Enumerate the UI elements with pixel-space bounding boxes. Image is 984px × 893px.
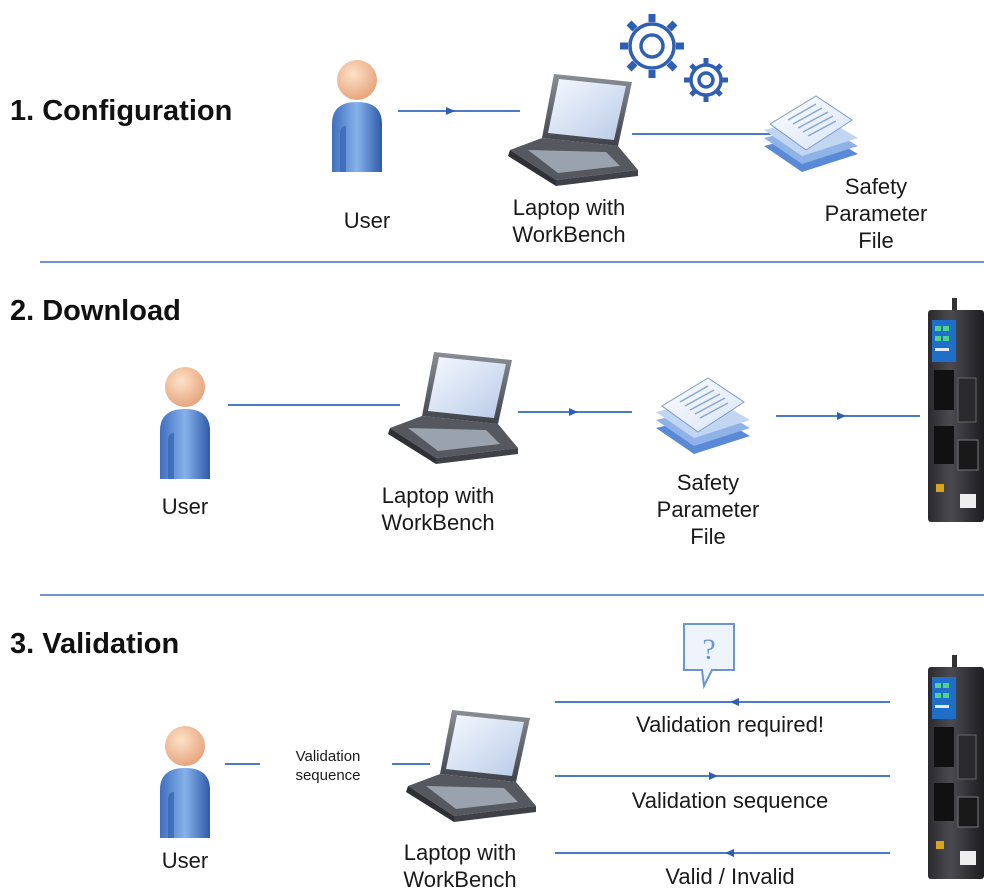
laptop-label: Laptop with WorkBench bbox=[512, 195, 626, 247]
laptop-icon bbox=[508, 74, 638, 186]
validation-result-message: Valid / Invalid bbox=[665, 864, 795, 889]
user-icon bbox=[160, 367, 210, 479]
file-label: Safety Parameter File bbox=[656, 470, 760, 549]
drive-icon bbox=[928, 298, 984, 522]
validation-sequence-label: Validation sequence bbox=[295, 748, 361, 784]
section-title-validation: 3. Validation bbox=[10, 628, 180, 660]
laptop-label: Laptop with WorkBench bbox=[381, 483, 495, 535]
gears-icon bbox=[620, 14, 728, 102]
laptop-icon bbox=[406, 710, 536, 822]
question-mark: ? bbox=[702, 633, 715, 666]
user-label: User bbox=[161, 848, 209, 873]
user-label: User bbox=[161, 494, 209, 519]
section-title-configuration: 1. Configuration bbox=[10, 95, 233, 127]
validation-required-message: Validation required! bbox=[636, 712, 824, 737]
validation-sequence-message: Validation sequence bbox=[631, 788, 829, 813]
user-icon bbox=[332, 60, 382, 172]
user-label: User bbox=[343, 208, 391, 233]
file-label: Safety Parameter File bbox=[824, 174, 928, 253]
question-bubble-icon: ? bbox=[683, 623, 735, 690]
drive-icon bbox=[928, 655, 984, 879]
laptop-icon bbox=[388, 352, 518, 464]
file-stack-icon bbox=[656, 377, 750, 454]
section-title-download: 2. Download bbox=[10, 295, 181, 327]
laptop-label: Laptop with WorkBench bbox=[403, 840, 517, 892]
user-icon bbox=[160, 726, 210, 838]
file-stack-icon bbox=[764, 95, 858, 172]
